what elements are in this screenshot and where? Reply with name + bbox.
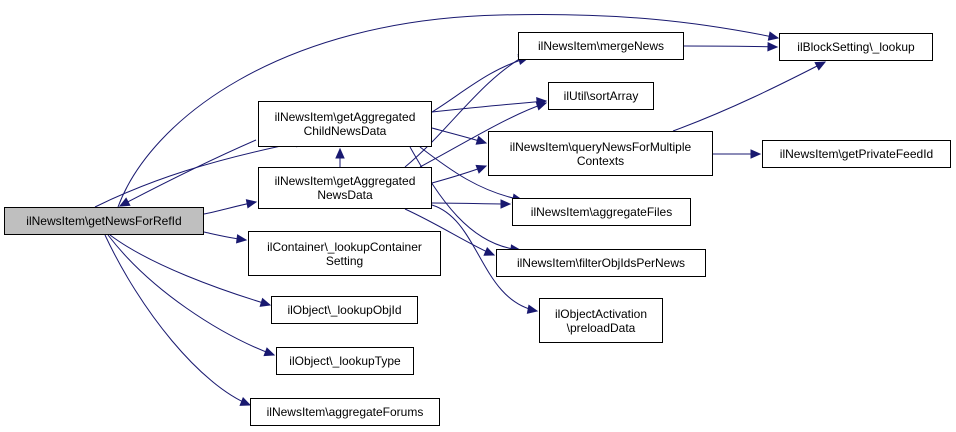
edge-newsData-to-preloadData xyxy=(431,204,538,312)
arrowhead-aggregateForums xyxy=(239,397,252,406)
node-label: ilContainer\_lookupContainer xyxy=(267,239,422,254)
arrowhead-blockLookup xyxy=(767,41,779,52)
node-label: ilNewsItem\getAggregated xyxy=(274,174,416,188)
node-label: ilNewsItem\queryNewsForMultiple xyxy=(509,139,692,154)
node-label: ilNewsItem\getNewsForRefId xyxy=(26,214,182,228)
node-label: \preloadData xyxy=(566,320,636,335)
edge-root-to-lookupObjId xyxy=(109,234,271,306)
edge-newsData-to-mergeNews xyxy=(404,53,529,168)
node-filter-obj-ids[interactable]: ilNewsItem\filterObjIdsPerNews xyxy=(496,249,706,277)
arrowhead-blockLookup xyxy=(767,31,780,41)
node-root[interactable]: ilNewsItem\getNewsForRefId xyxy=(4,207,204,235)
arrowhead-sortArray xyxy=(535,101,548,111)
arrowhead-queryNews xyxy=(475,164,488,174)
node-label: ilNewsItem\getAggregated xyxy=(274,110,416,124)
node-label: ilNewsItem\aggregateFiles xyxy=(530,205,673,219)
edge-root-to-aggregateForums xyxy=(104,234,251,406)
node-label: ilObjectActivation xyxy=(554,306,648,321)
node-sort-array[interactable]: ilUtil\sortArray xyxy=(548,82,654,110)
arrowhead-lookupType xyxy=(263,347,276,357)
node-label: ChildNewsData xyxy=(303,124,387,138)
node-private-feed[interactable]: ilNewsItem\getPrivateFeedId xyxy=(762,140,951,168)
node-merge-news[interactable]: ilNewsItem\mergeNews xyxy=(518,32,684,60)
arrowhead-privateFeed xyxy=(750,149,762,159)
arrowhead-filterObjIds xyxy=(483,246,496,256)
arrowhead-containerSetting xyxy=(235,234,248,244)
node-label: ilNewsItem\mergeNews xyxy=(537,39,665,53)
arrowhead-newsData xyxy=(245,199,258,209)
arrowhead-aggregateFiles xyxy=(500,199,512,209)
node-label: ilUtil\sortArray xyxy=(563,89,639,103)
edge-childNews-to-filterObjIds xyxy=(409,146,521,251)
edge-childNews-to-root xyxy=(119,139,257,207)
edge-queryNews-to-blockLookup xyxy=(672,61,826,132)
node-child-news[interactable]: ilNewsItem\getAggregated ChildNewsData xyxy=(258,101,432,147)
node-block-lookup[interactable]: ilBlockSetting\_lookup xyxy=(779,33,933,61)
node-lookup-obj-id[interactable]: ilObject\_lookupObjId xyxy=(271,296,418,324)
edge-childNews-to-sortArray xyxy=(431,100,547,113)
node-aggregate-forums[interactable]: ilNewsItem\aggregateForums xyxy=(250,398,440,426)
node-label: ilNewsItem\aggregateForums xyxy=(266,405,424,419)
arrowhead-root xyxy=(118,197,131,207)
edge-newsData-to-aggregateFiles xyxy=(431,202,511,205)
node-label: ilObject\_lookupType xyxy=(289,354,401,368)
node-label: ilNewsItem\filterObjIdsPerNews xyxy=(516,256,686,270)
node-label: ilBlockSetting\_lookup xyxy=(797,40,915,54)
node-lookup-type[interactable]: ilObject\_lookupType xyxy=(276,347,414,375)
node-container-setting[interactable]: ilContainer\_lookupContainer Setting xyxy=(248,231,441,276)
node-query-news[interactable]: ilNewsItem\queryNewsForMultiple Contexts xyxy=(488,131,713,176)
node-aggregate-files[interactable]: ilNewsItem\aggregateFiles xyxy=(512,198,691,226)
edges xyxy=(94,13,827,406)
edge-root-to-childNews xyxy=(94,140,306,208)
arrowhead-queryNews xyxy=(475,135,488,145)
arrowhead-lookupObjId xyxy=(259,297,272,307)
edge-childNews-to-mergeNews xyxy=(431,57,529,113)
edge-root-to-blockLookup xyxy=(117,13,779,208)
edge-root-to-lookupType xyxy=(107,234,275,356)
node-label: ilObject\_lookupObjId xyxy=(287,303,402,317)
edge-childNews-to-aggregateFiles xyxy=(419,146,523,201)
edge-newsData-to-sortArray xyxy=(419,102,547,168)
node-label: ilNewsItem\getPrivateFeedId xyxy=(779,147,934,161)
edge-mergeNews-to-blockLookup xyxy=(683,45,778,48)
node-label: Setting xyxy=(325,253,364,268)
node-label: Contexts xyxy=(576,153,625,168)
arrowhead-blockLookup xyxy=(814,61,827,71)
arrowhead-preloadData xyxy=(526,304,539,314)
node-preload-data[interactable]: ilObjectActivation \preloadData xyxy=(539,298,663,343)
node-label: NewsData xyxy=(317,188,373,202)
node-news-data[interactable]: ilNewsItem\getAggregated NewsData xyxy=(258,167,432,209)
arrowhead-childNews xyxy=(335,147,345,159)
